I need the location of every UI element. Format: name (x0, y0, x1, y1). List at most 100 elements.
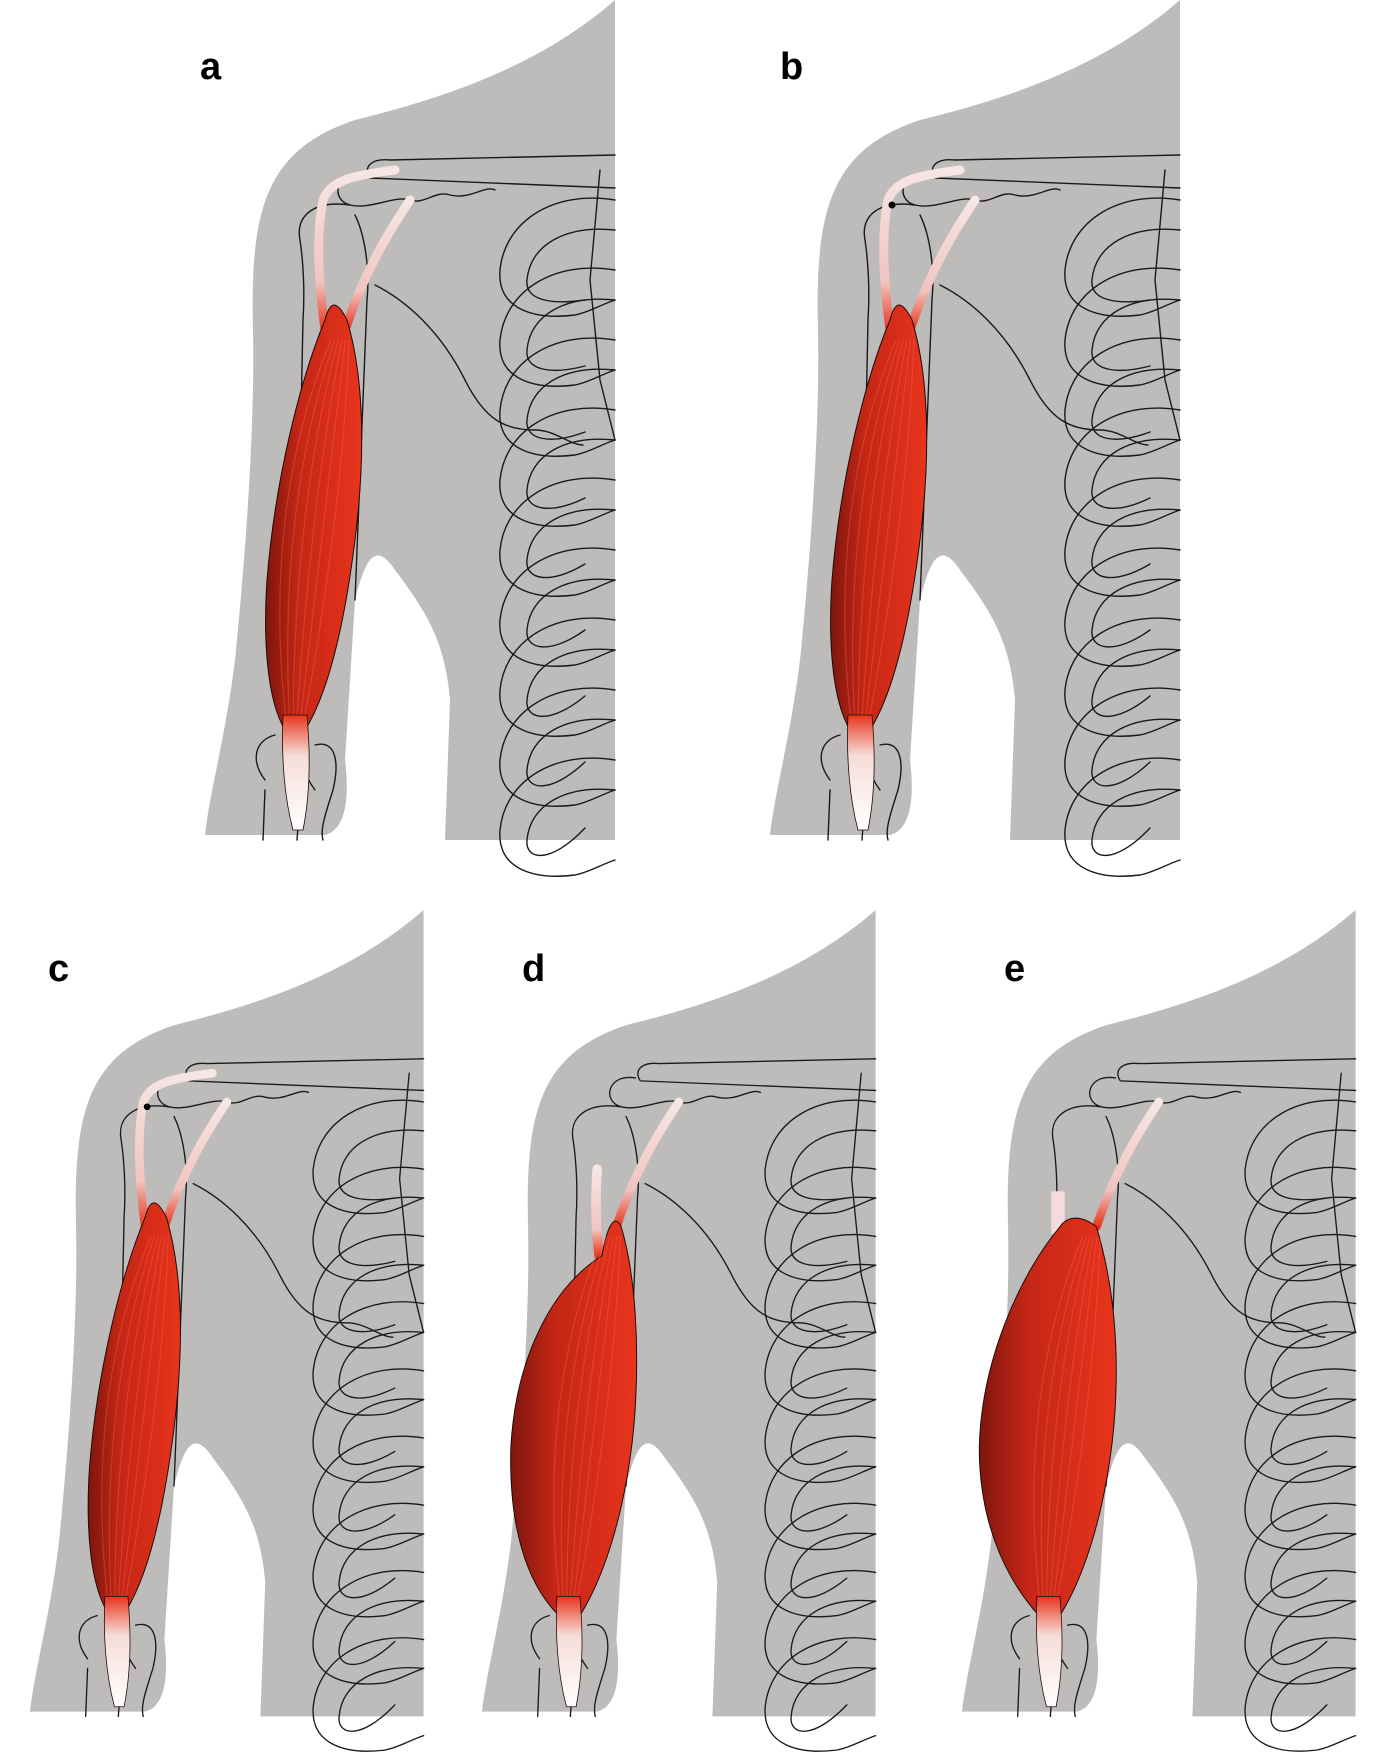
rib-inner (1091, 788, 1181, 857)
rib (312, 1569, 425, 1685)
rib (764, 1502, 877, 1618)
rib (499, 477, 616, 597)
muscle-fibre (1046, 1236, 1091, 1602)
rib (1244, 1435, 1357, 1551)
elbow-bones (255, 734, 337, 841)
rib (499, 547, 616, 667)
rib (764, 1166, 877, 1282)
rib-inner (526, 648, 616, 718)
humerus-inner (919, 214, 934, 601)
muscle-fibre (292, 339, 339, 721)
rib-inner (338, 1196, 425, 1267)
humerus-inner (354, 214, 369, 601)
short-head-tendon (1092, 1097, 1164, 1232)
muscle-fibre (868, 339, 915, 721)
distal-tendon (1036, 1596, 1063, 1708)
muscle-fibre (108, 1236, 155, 1602)
rib-inner (790, 1599, 877, 1666)
panel-label-b: b (780, 46, 804, 88)
short-head-tendon (612, 1097, 684, 1232)
rib-inner (526, 578, 616, 648)
elbow-bones (1010, 1614, 1089, 1718)
rib-inner (338, 1331, 425, 1399)
muscle-fibre (560, 1236, 607, 1602)
muscle-fibre (1040, 1236, 1087, 1602)
muscle-fibre (566, 1236, 611, 1602)
humerus-inner (173, 1115, 188, 1487)
rib-inner (1270, 1532, 1357, 1599)
distal-tendon (104, 1596, 131, 1708)
muscle-fibre (303, 339, 350, 721)
rib-inner (790, 1331, 877, 1399)
scapula-edge (1124, 1182, 1326, 1338)
distal-tendon (847, 714, 875, 831)
rib-inner (338, 1465, 425, 1532)
short-head-tendon (905, 195, 980, 335)
panel-a (205, 0, 616, 877)
muscle-fibre (124, 1236, 169, 1602)
rib-inner (1091, 508, 1181, 579)
panel-b (770, 0, 1181, 877)
rib-inner (526, 368, 616, 440)
humerus-inner (625, 1115, 640, 1487)
biceps-belly (265, 304, 363, 731)
rib (1244, 1368, 1357, 1483)
rib-inner (526, 508, 616, 579)
scapula-edge (192, 1182, 394, 1338)
rib-inner (1270, 1398, 1357, 1465)
rib-inner (790, 1465, 877, 1532)
rib (764, 1099, 877, 1215)
scapula-edge (939, 284, 1149, 446)
rib-inner (790, 1129, 877, 1201)
rib-inner (526, 788, 616, 857)
rib (1064, 477, 1181, 597)
rib (499, 197, 616, 317)
panel-d (482, 910, 877, 1752)
sternum (1154, 169, 1181, 441)
rib (764, 1637, 877, 1752)
rib (499, 267, 616, 387)
clavicle (1117, 1058, 1357, 1092)
rib-inner (1091, 578, 1181, 648)
rib (499, 687, 616, 807)
rib (764, 1301, 877, 1416)
rib-inner (790, 1263, 877, 1333)
rib-inner (1270, 1129, 1357, 1201)
muscle-fibre (576, 1236, 621, 1602)
biceps-belly (87, 1202, 181, 1612)
rib (1244, 1569, 1357, 1685)
rib (312, 1435, 425, 1551)
rib (1244, 1166, 1357, 1282)
short-head-tendon (160, 1097, 232, 1232)
long-head-tendon (134, 1068, 217, 1232)
biceps-belly (830, 304, 928, 731)
rib-inner (526, 718, 616, 787)
rib-inner (338, 1532, 425, 1599)
rib-inner (526, 438, 616, 509)
rib (312, 1166, 425, 1282)
muscle-fibre (114, 1236, 159, 1602)
rib-inner (790, 1667, 877, 1732)
rib (764, 1569, 877, 1685)
rib (1064, 197, 1181, 317)
muscle-fibre (117, 1236, 162, 1602)
elbow-bones (820, 734, 902, 841)
muscle-fibre (279, 339, 332, 721)
rib (312, 1502, 425, 1618)
biceps-belly (510, 1220, 638, 1617)
rib (312, 1233, 425, 1349)
marker-dot (143, 1103, 151, 1111)
rib (764, 1368, 877, 1483)
rib-inner (1270, 1667, 1357, 1732)
rib-inner (338, 1263, 425, 1333)
rib-inner (1270, 1465, 1357, 1532)
muscle-fibre (861, 339, 908, 721)
panel-label-c: c (48, 948, 70, 990)
muscle-fibre (101, 1236, 152, 1602)
scapula-edge (644, 1182, 846, 1338)
rib-inner (526, 298, 616, 371)
rib-inner (1091, 438, 1181, 509)
short-head-tendon (340, 195, 415, 335)
sternum (589, 169, 616, 441)
rib (1064, 757, 1181, 877)
